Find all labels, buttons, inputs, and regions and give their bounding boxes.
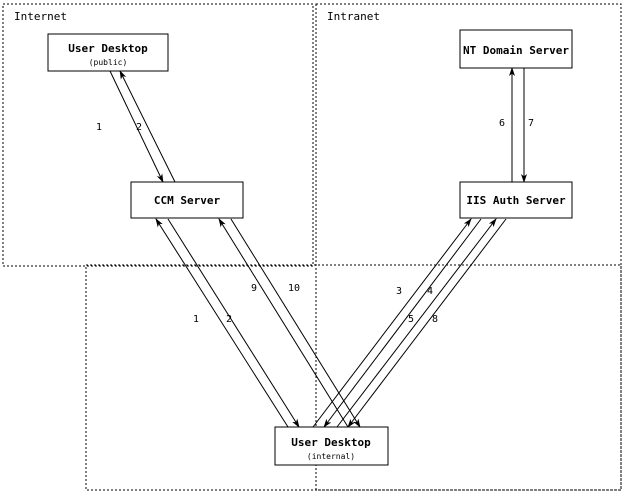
step-label-10: 10 xyxy=(288,283,300,294)
node-user-desktop-internal-box[interactable] xyxy=(274,426,389,466)
zone-internet: Internet xyxy=(2,3,314,267)
node-nt-domain-server[interactable]: NT Domain Server xyxy=(459,29,573,69)
flow-line-2-ccm-to-public xyxy=(119,70,176,183)
flow-line-9-internal-to-ccm xyxy=(218,218,349,428)
zone-internet-border xyxy=(2,3,314,267)
node-ccm-server[interactable]: CCM Server xyxy=(130,181,244,219)
node-nt-domain-server-box[interactable] xyxy=(459,29,573,69)
step-label-1-public: 1 xyxy=(96,122,102,133)
node-ccm-server-title: CCM Server xyxy=(154,194,221,207)
step-label-5: 5 xyxy=(408,314,414,325)
step-label-7: 7 xyxy=(528,118,534,129)
node-nt-domain-server-title: NT Domain Server xyxy=(463,44,569,57)
step-label-3: 3 xyxy=(396,286,402,297)
node-user-desktop-public-subtitle: (public) xyxy=(89,58,128,67)
node-user-desktop-public-box[interactable] xyxy=(47,33,169,72)
flow-line-5-internal-to-iis xyxy=(336,218,497,428)
node-iis-auth-server-box[interactable] xyxy=(459,181,573,219)
step-label-6: 6 xyxy=(499,118,505,129)
node-ccm-server-box[interactable] xyxy=(130,181,244,219)
node-user-desktop-internal[interactable]: User Desktop (internal) xyxy=(274,426,389,466)
zone-intranet-label: Intranet xyxy=(327,10,380,23)
zone-intranet: Intranet xyxy=(315,3,622,491)
node-iis-auth-server[interactable]: IIS Auth Server xyxy=(459,181,573,219)
node-user-desktop-public[interactable]: User Desktop (public) xyxy=(47,33,169,72)
zone-intranet-border xyxy=(315,3,622,491)
step-label-1-internal: 1 xyxy=(193,314,199,325)
flow-line-8-iis-to-internal xyxy=(347,218,507,428)
flow-line-2-ccm-to-internal xyxy=(167,218,300,428)
node-user-desktop-internal-title: User Desktop xyxy=(291,436,371,449)
flow-line-4-iis-to-internal xyxy=(323,218,482,428)
flow-line-1-public-to-ccm xyxy=(109,70,164,183)
step-label-8: 8 xyxy=(432,314,438,325)
flow-line-3-internal-to-iis xyxy=(312,218,472,428)
step-label-2-public: 2 xyxy=(136,122,142,133)
flow-line-10-ccm-to-internal xyxy=(230,218,361,428)
flow-line-1-internal-to-ccm xyxy=(155,218,289,428)
step-label-2-internal: 2 xyxy=(226,314,232,325)
step-label-4: 4 xyxy=(427,286,433,297)
zone-internet-label: Internet xyxy=(14,10,67,23)
node-iis-auth-server-title: IIS Auth Server xyxy=(466,194,566,207)
node-user-desktop-public-title: User Desktop xyxy=(68,42,148,55)
node-user-desktop-internal-subtitle: (internal) xyxy=(307,452,355,461)
step-label-9: 9 xyxy=(251,283,257,294)
